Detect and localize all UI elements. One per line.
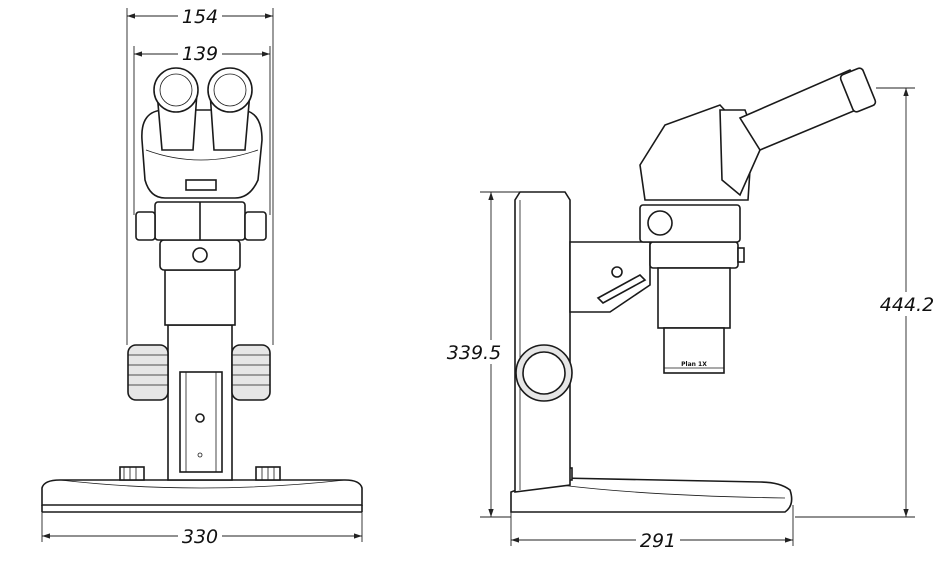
dim-label-291: 291 xyxy=(640,530,676,552)
front-view: 154 139 330 xyxy=(41,3,363,548)
side-view: Plan 1X 339.5 444.2 291 xyxy=(447,67,936,552)
dim-label-339-5: 339.5 xyxy=(447,342,501,364)
dim-label-330: 330 xyxy=(182,526,218,548)
dim-label-139: 139 xyxy=(182,43,218,65)
objective-label: Plan 1X xyxy=(681,361,707,368)
dim-label-444-2: 444.2 xyxy=(880,294,934,316)
dim-label-154: 154 xyxy=(182,6,218,28)
